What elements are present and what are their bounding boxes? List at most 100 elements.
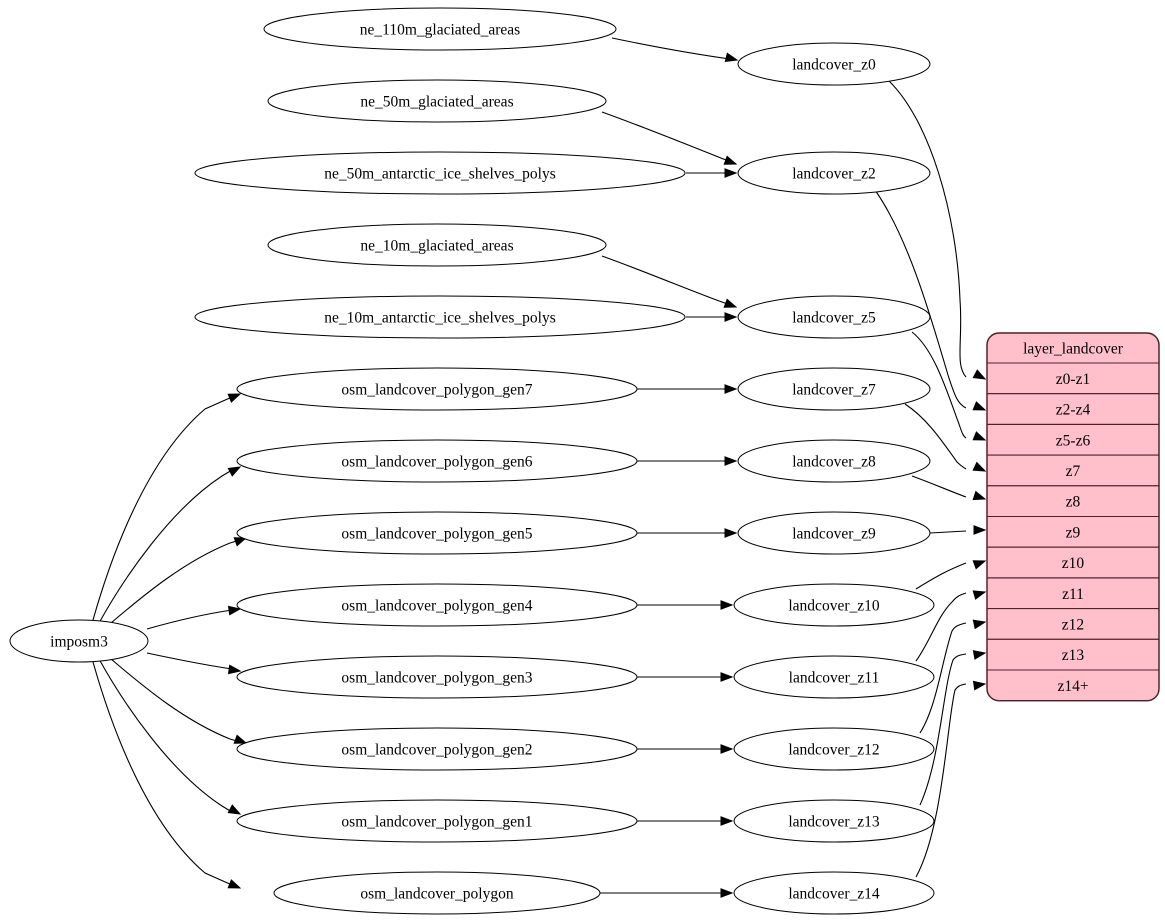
- node-shape-landcover_z7: [737, 367, 931, 411]
- arrowhead-31: [972, 680, 987, 691]
- table-row-label-z12: z12: [1062, 616, 1084, 633]
- node-shape-imposm3: [9, 619, 149, 663]
- edge-ne_50m_glaciated_areas-to-landcover_z2: [601, 111, 737, 165]
- arrowhead-8: [227, 605, 242, 616]
- node-shape-osm_landcover_polygon_gen6: [236, 439, 638, 483]
- node-label-ne_50m_antarctic_ice_shelves_polys: ne_50m_antarctic_ice_shelves_polys: [324, 166, 556, 183]
- node-osm_landcover_polygon_gen7[interactable]: osm_landcover_polygon_gen7: [236, 367, 638, 411]
- node-label-osm_landcover_polygon_gen4: osm_landcover_polygon_gen4: [341, 598, 532, 615]
- node-label-imposm3: imposm3: [50, 634, 108, 651]
- node-landcover_z13[interactable]: landcover_z13: [733, 799, 935, 843]
- arrowhead-7: [233, 537, 248, 547]
- arrowhead-21: [972, 369, 987, 380]
- node-landcover_z2[interactable]: landcover_z2: [737, 151, 931, 195]
- edge-imposm3-to-osm_landcover_polygon_gen3: [146, 652, 233, 670]
- node-osm_landcover_polygon_gen5[interactable]: osm_landcover_polygon_gen5: [236, 511, 638, 555]
- node-shape-osm_landcover_polygon_gen3: [236, 655, 638, 699]
- node-label-landcover_z12: landcover_z12: [788, 742, 879, 759]
- node-landcover_z12[interactable]: landcover_z12: [733, 727, 935, 771]
- node-osm_landcover_polygon_gen1[interactable]: osm_landcover_polygon_gen1: [236, 799, 638, 843]
- node-shape-ne_10m_antarctic_ice_shelves_polys: [194, 295, 686, 339]
- node-landcover_z11[interactable]: landcover_z11: [733, 655, 935, 699]
- node-osm_landcover_polygon_gen4[interactable]: osm_landcover_polygon_gen4: [236, 583, 638, 627]
- node-label-osm_landcover_polygon_gen2: osm_landcover_polygon_gen2: [341, 742, 532, 759]
- arrowhead-10: [233, 734, 248, 744]
- node-ne_50m_antarctic_ice_shelves_polys[interactable]: ne_50m_antarctic_ice_shelves_polys: [194, 151, 686, 195]
- edge-landcover_z14-to-row_z14+: [915, 683, 967, 878]
- node-ne_10m_antarctic_ice_shelves_polys[interactable]: ne_10m_antarctic_ice_shelves_polys: [194, 295, 686, 339]
- arrowhead-22: [972, 401, 987, 411]
- node-imposm3[interactable]: imposm3: [9, 619, 149, 663]
- node-ne_110m_glaciated_areas[interactable]: ne_110m_glaciated_areas: [263, 7, 617, 51]
- arrowhead-4: [724, 312, 738, 322]
- node-label-landcover_z10: landcover_z10: [788, 598, 879, 615]
- table-row-label-z13: z13: [1062, 647, 1085, 664]
- table-row-label-z14+: z14+: [1057, 678, 1088, 695]
- edge-landcover_z0-to-row_z0-z1: [887, 79, 967, 378]
- edge-imposm3-to-osm_landcover_polygon_gen4: [146, 609, 233, 630]
- arrowhead-30: [972, 650, 987, 660]
- node-label-landcover_z2: landcover_z2: [792, 166, 876, 183]
- edge-landcover_z11-to-row_z11: [915, 592, 967, 662]
- arrowhead-19: [720, 816, 734, 826]
- node-label-ne_50m_glaciated_areas: ne_50m_glaciated_areas: [360, 94, 513, 111]
- node-ne_50m_glaciated_areas[interactable]: ne_50m_glaciated_areas: [267, 79, 607, 123]
- node-shape-landcover_z8: [737, 439, 931, 483]
- edge-imposm3-to-osm_landcover_polygon_gen1: [98, 658, 233, 813]
- node-shape-landcover_z2: [737, 151, 931, 195]
- node-ne_10m_glaciated_areas[interactable]: ne_10m_glaciated_areas: [267, 223, 607, 267]
- node-landcover_z5[interactable]: landcover_z5: [737, 295, 931, 339]
- edge-landcover_z8-to-row_z8: [911, 475, 967, 498]
- table-row-label-z2-z4: z2-z4: [1056, 402, 1091, 419]
- node-osm_landcover_polygon_gen2[interactable]: osm_landcover_polygon_gen2: [236, 727, 638, 771]
- arrowhead-20: [720, 888, 734, 898]
- arrowhead-28: [972, 590, 987, 600]
- node-label-osm_landcover_polygon_gen3: osm_landcover_polygon_gen3: [341, 670, 532, 687]
- arrowhead-15: [724, 528, 738, 538]
- node-shape-landcover_z10: [733, 583, 935, 627]
- node-landcover_z10[interactable]: landcover_z10: [733, 583, 935, 627]
- node-shape-landcover_z5: [737, 295, 931, 339]
- arrowhead-25: [972, 490, 987, 501]
- arrowheads-layer: [227, 52, 987, 898]
- edge-ne_110m_glaciated_areas-to-landcover_z0: [611, 37, 738, 61]
- edge-landcover_z12-to-row_z12: [919, 622, 967, 734]
- table-row-label-z0-z1: z0-z1: [1056, 371, 1090, 388]
- arrowhead-23: [972, 431, 987, 441]
- node-osm_landcover_polygon_gen6[interactable]: osm_landcover_polygon_gen6: [236, 439, 638, 483]
- arrowhead-14: [724, 456, 738, 466]
- node-label-landcover_z14: landcover_z14: [788, 886, 879, 903]
- node-label-ne_10m_glaciated_areas: ne_10m_glaciated_areas: [360, 238, 513, 255]
- node-landcover_z7[interactable]: landcover_z7: [737, 367, 931, 411]
- node-label-ne_110m_glaciated_areas: ne_110m_glaciated_areas: [360, 22, 520, 39]
- table-row-label-z8: z8: [1066, 494, 1081, 511]
- edge-ne_10m_glaciated_areas-to-landcover_z5: [601, 255, 737, 308]
- node-landcover_z9[interactable]: landcover_z9: [737, 511, 931, 555]
- node-landcover_z14[interactable]: landcover_z14: [733, 871, 935, 915]
- edge-landcover_z13-to-row_z13: [919, 653, 967, 806]
- arrowhead-5: [227, 393, 242, 403]
- node-label-landcover_z13: landcover_z13: [788, 814, 879, 831]
- table-outline: [986, 332, 1160, 702]
- node-shape-landcover_z11: [733, 655, 935, 699]
- arrowhead-0: [724, 52, 739, 62]
- arrowhead-9: [227, 664, 242, 675]
- node-shape-landcover_z14: [733, 871, 935, 915]
- arrowhead-11: [227, 804, 242, 815]
- node-osm_landcover_polygon_gen3[interactable]: osm_landcover_polygon_gen3: [236, 655, 638, 699]
- edge-imposm3-to-osm_landcover_polygon_gen7: [92, 396, 233, 621]
- node-shape-landcover_z9: [737, 511, 931, 555]
- edge-landcover_z5-to-row_z5-z6: [911, 331, 967, 439]
- node-shape-osm_landcover_polygon_gen4: [236, 583, 638, 627]
- arrowhead-3: [723, 298, 738, 308]
- arrowhead-13: [724, 384, 738, 394]
- node-label-osm_landcover_polygon: osm_landcover_polygon: [360, 886, 514, 903]
- arrowhead-12: [227, 879, 242, 889]
- node-landcover_z8[interactable]: landcover_z8: [737, 439, 931, 483]
- node-landcover_z0[interactable]: landcover_z0: [737, 42, 931, 86]
- edge-imposm3-to-osm_landcover_polygon_gen2: [110, 658, 241, 743]
- node-osm_landcover_polygon[interactable]: osm_landcover_polygon: [273, 871, 601, 915]
- node-label-osm_landcover_polygon_gen1: osm_landcover_polygon_gen1: [341, 814, 532, 831]
